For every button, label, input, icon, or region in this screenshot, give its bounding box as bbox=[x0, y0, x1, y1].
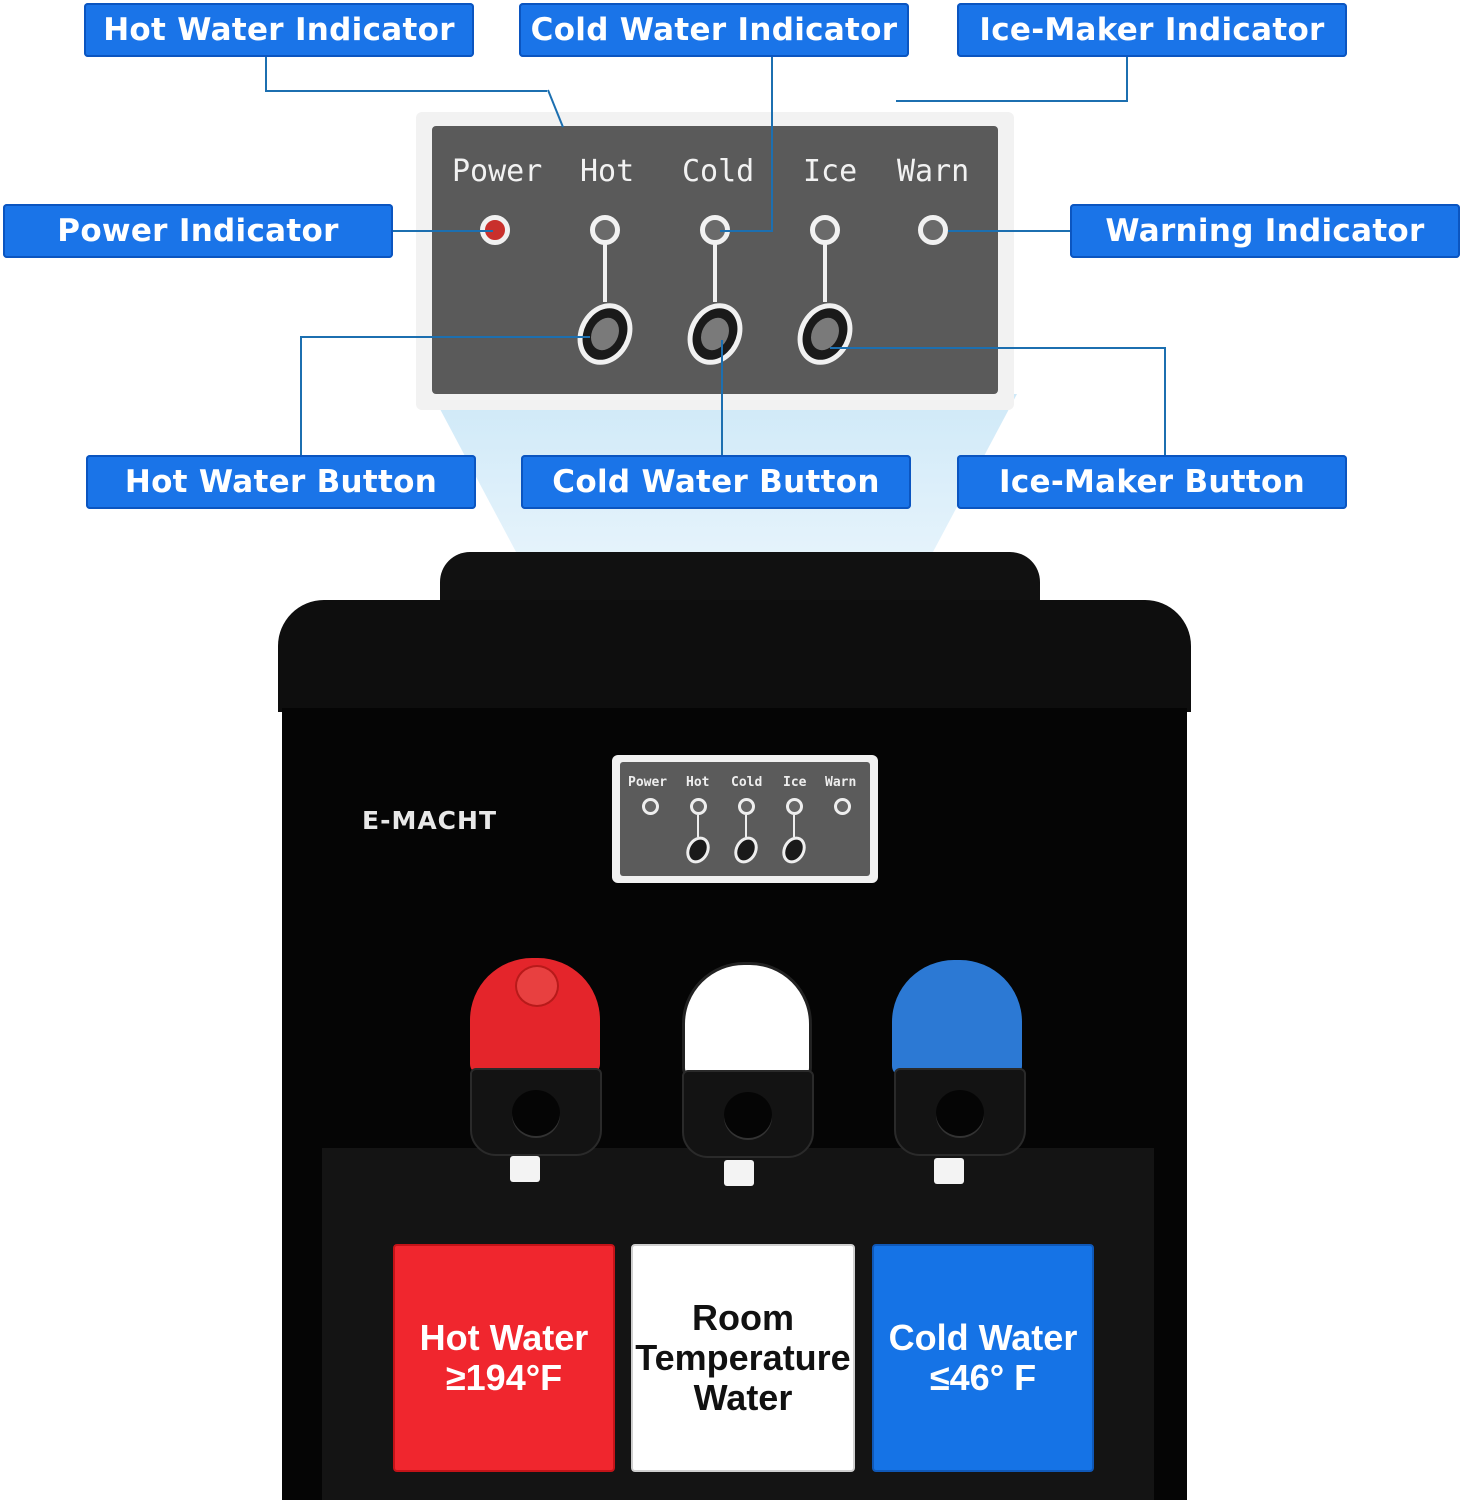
leader-power-ind bbox=[393, 230, 493, 232]
room-card-line3: Water bbox=[693, 1377, 793, 1418]
ice-connector bbox=[823, 244, 827, 302]
leader-warn-ind bbox=[948, 230, 1070, 232]
mini-label-ice: Ice bbox=[783, 775, 807, 790]
cold-water-card: Cold Water ≤46° F bbox=[872, 1244, 1094, 1472]
callout-power-indicator: Power Indicator bbox=[3, 204, 393, 258]
leader-hot-ind-a bbox=[265, 56, 267, 92]
cold-card-title: Cold Water bbox=[888, 1317, 1078, 1358]
callout-warning-indicator: Warning Indicator bbox=[1070, 204, 1460, 258]
leader-ice-btn-b bbox=[1164, 347, 1166, 456]
leader-ice-ind-b bbox=[896, 100, 1128, 102]
room-tap-spout bbox=[724, 1160, 754, 1186]
leader-hot-btn-a bbox=[300, 336, 590, 338]
mini-warn-led-icon bbox=[834, 798, 851, 815]
ice-led-icon bbox=[810, 215, 840, 245]
room-card-line1: Room bbox=[692, 1297, 794, 1338]
mini-hot-led-icon bbox=[690, 798, 707, 815]
hot-water-card: Hot Water ≥194°F bbox=[393, 1244, 615, 1472]
room-card-line2: Temperature bbox=[635, 1337, 851, 1378]
brand-logo: E-MACHT bbox=[362, 806, 498, 835]
mini-ice-connector bbox=[793, 815, 795, 837]
cold-card-temp: ≤46° F bbox=[929, 1357, 1037, 1398]
cold-water-tap[interactable] bbox=[892, 960, 1022, 1076]
hot-led-icon bbox=[590, 215, 620, 245]
panel-label-ice: Ice bbox=[803, 154, 858, 189]
leader-cold-ind-b bbox=[720, 230, 773, 232]
cold-tap-spout bbox=[934, 1158, 964, 1184]
hot-tap-safety-lock[interactable] bbox=[515, 965, 559, 1007]
panel-label-power: Power bbox=[452, 154, 543, 189]
hot-connector bbox=[603, 244, 607, 302]
room-tap-base bbox=[682, 1070, 814, 1158]
mini-hot-connector bbox=[697, 815, 699, 837]
mini-cold-led-icon bbox=[738, 798, 755, 815]
callout-hot-water-indicator: Hot Water Indicator bbox=[84, 3, 474, 57]
callout-ice-maker-indicator: Ice-Maker Indicator bbox=[957, 3, 1347, 57]
mini-label-warn: Warn bbox=[825, 775, 857, 790]
leader-ice-btn-a bbox=[830, 347, 1166, 349]
leader-cold-ind-a bbox=[771, 56, 773, 232]
mini-label-cold: Cold bbox=[731, 775, 763, 790]
panel-label-warn: Warn bbox=[897, 154, 970, 189]
callout-hot-water-button: Hot Water Button bbox=[86, 455, 476, 509]
room-water-card: Room Temperature Water bbox=[631, 1244, 855, 1472]
hot-card-temp: ≥194°F bbox=[445, 1357, 563, 1398]
hot-tap-spout bbox=[510, 1156, 540, 1182]
hot-card-title: Hot Water bbox=[419, 1317, 589, 1358]
leader-hot-ind-b bbox=[265, 90, 547, 92]
warn-led-icon bbox=[918, 215, 948, 245]
mini-power-led-icon bbox=[642, 798, 659, 815]
cold-connector bbox=[713, 244, 717, 302]
callout-cold-water-button: Cold Water Button bbox=[521, 455, 911, 509]
callout-ice-maker-button: Ice-Maker Button bbox=[957, 455, 1347, 509]
leader-hot-btn-b bbox=[300, 336, 302, 456]
hot-tap-base bbox=[470, 1068, 602, 1156]
panel-label-hot: Hot bbox=[580, 154, 635, 189]
dispenser-top-cap bbox=[278, 600, 1191, 712]
callout-cold-water-indicator: Cold Water Indicator bbox=[519, 3, 909, 57]
mini-cold-connector bbox=[745, 815, 747, 837]
mini-ice-led-icon bbox=[786, 798, 803, 815]
mini-label-hot: Hot bbox=[686, 775, 710, 790]
leader-ice-ind-a bbox=[1126, 56, 1128, 102]
cold-tap-base bbox=[894, 1068, 1026, 1156]
leader-cold-btn bbox=[721, 340, 723, 456]
mini-label-power: Power bbox=[628, 775, 668, 790]
panel-label-cold: Cold bbox=[682, 154, 755, 189]
room-water-tap[interactable] bbox=[682, 962, 812, 1078]
